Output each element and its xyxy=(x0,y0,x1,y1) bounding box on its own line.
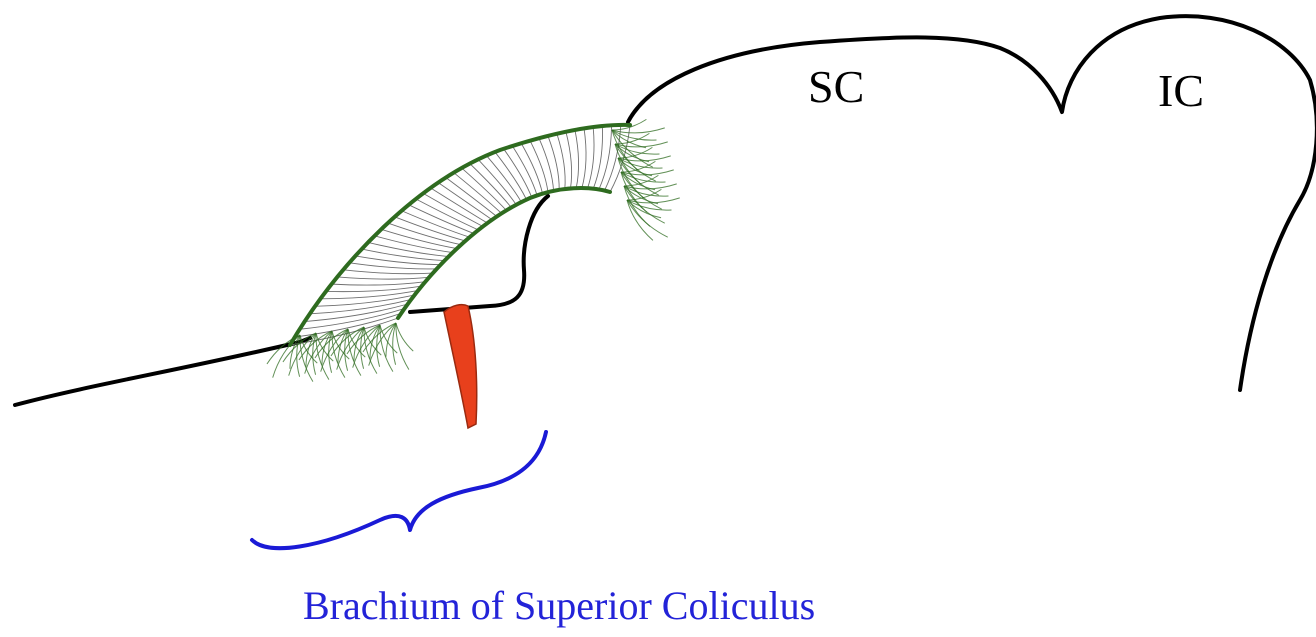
brachium-fiber xyxy=(521,143,542,193)
brachium-fiber xyxy=(557,134,565,189)
brachium-fiber xyxy=(375,236,453,253)
brachium-fiber xyxy=(512,146,537,195)
brachium-fiber xyxy=(326,286,422,292)
ic-label: IC xyxy=(1158,68,1204,114)
brachium-fiber xyxy=(566,132,572,189)
brachium-fiber xyxy=(548,136,559,190)
inner-contour xyxy=(410,196,548,312)
brachium-fiber xyxy=(575,130,579,188)
brachium-fiber xyxy=(588,127,594,188)
brachium-fiber xyxy=(310,299,411,313)
blue-brace xyxy=(252,432,546,548)
red-structure xyxy=(444,305,477,428)
brachium-fiber xyxy=(337,277,429,279)
brachium-fiber xyxy=(582,128,586,188)
brachium-fiber xyxy=(332,282,426,285)
brachium-caption: Brachium of Superior Coliculus xyxy=(303,586,815,626)
brachium-fiber xyxy=(462,168,507,210)
fiber-tuft-strand xyxy=(612,128,665,133)
brachium-fiber xyxy=(593,126,602,189)
brachium-fiber xyxy=(343,270,433,274)
sc-label: SC xyxy=(808,64,864,110)
brachium-fiber xyxy=(402,211,470,237)
fiber-tuft-strand xyxy=(393,323,396,365)
brachium-fiber xyxy=(355,256,440,265)
brachium-fiber xyxy=(315,295,415,306)
brachium-fiber xyxy=(381,229,457,248)
brachium-fiber xyxy=(300,309,405,330)
